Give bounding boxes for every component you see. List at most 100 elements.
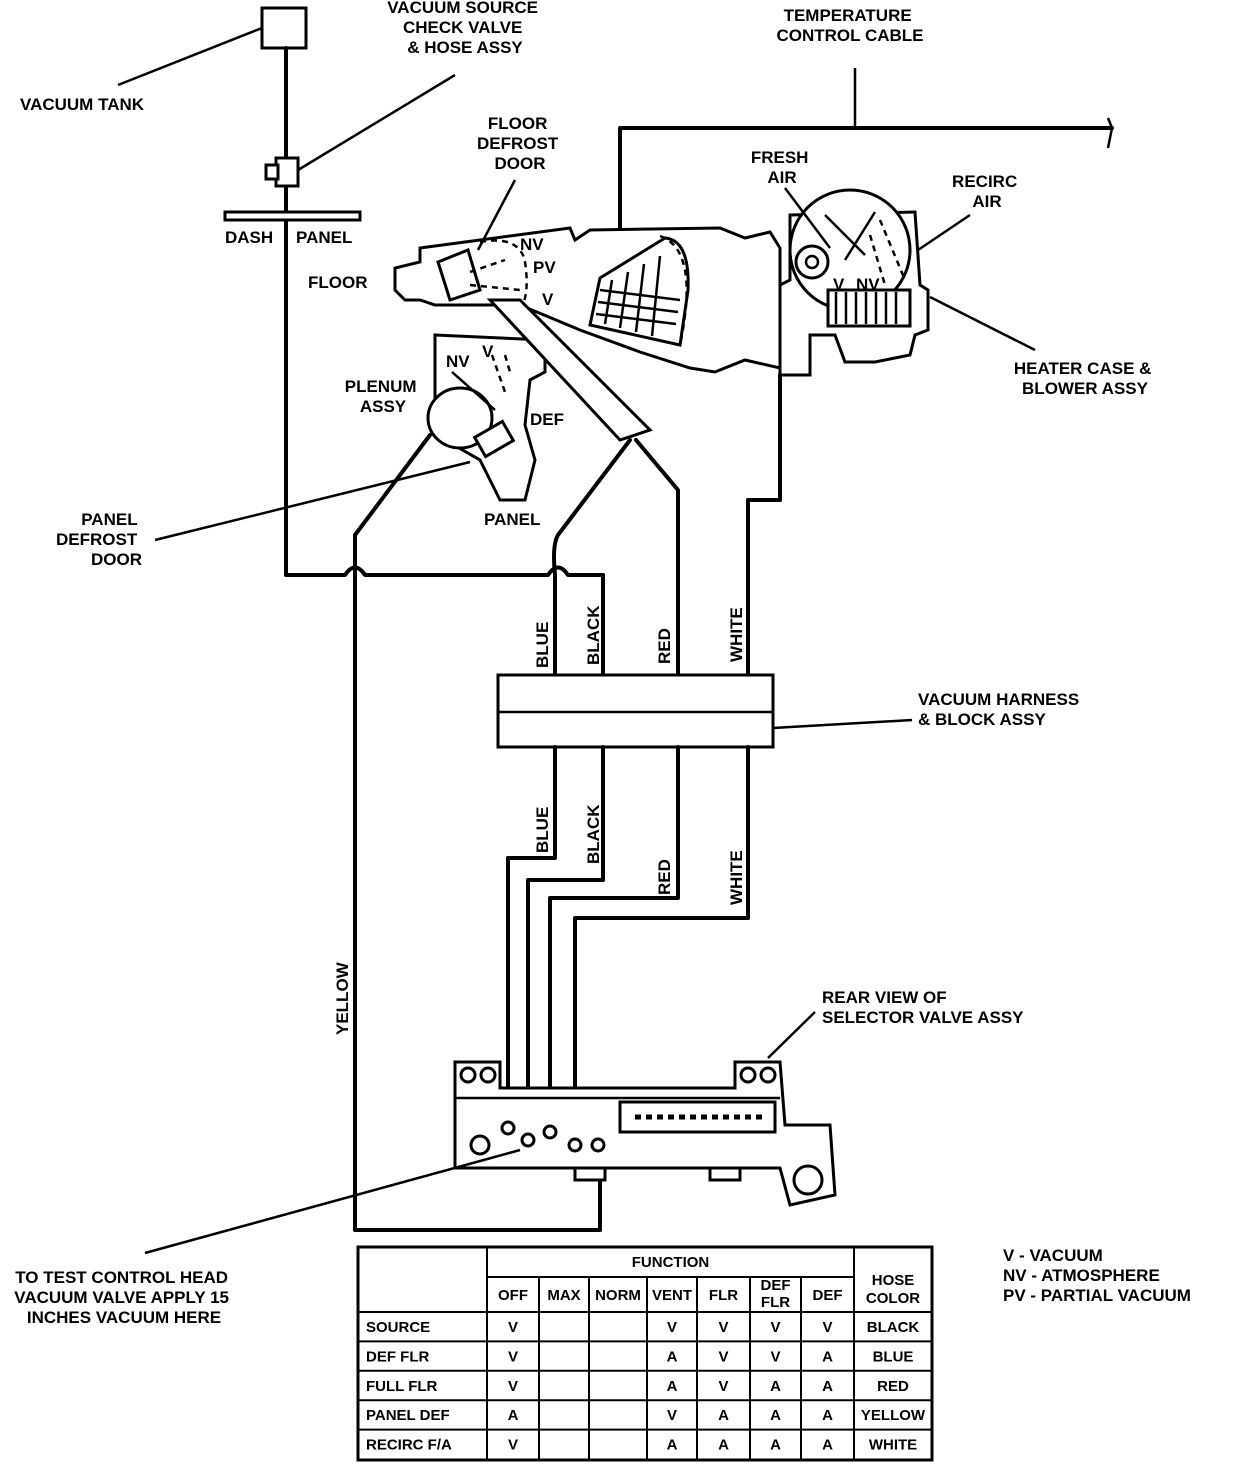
- table-row-label: FULL FLR: [366, 1378, 438, 1395]
- source-hose: [284, 46, 605, 682]
- fresh-air-actuator: [794, 244, 830, 280]
- blue-hose-lower: [506, 745, 557, 1122]
- blue-hose-upper: [353, 433, 602, 1232]
- test-port: [469, 1134, 491, 1156]
- label-plenum-nv: NV: [446, 352, 470, 371]
- cable-end: [1106, 117, 1114, 149]
- fresh-air-actuator-hub: [804, 254, 820, 270]
- heater-core-dashes: [659, 234, 688, 346]
- table-col-header: MAX: [547, 1287, 580, 1304]
- port-yellow: [590, 1137, 606, 1153]
- panel-defrost-link: [451, 371, 496, 411]
- table-cell: V: [770, 1319, 780, 1336]
- red-hose-lower: [548, 745, 680, 1132]
- table-cell: A: [822, 1407, 833, 1424]
- table-cell: V: [508, 1319, 518, 1336]
- label-recirc-nv: NV: [856, 275, 880, 294]
- table-row-label: SOURCE: [366, 1319, 430, 1336]
- port-red: [542, 1124, 558, 1140]
- table-cell: V: [718, 1378, 728, 1395]
- label-recirc-v: V: [833, 275, 845, 294]
- table-row-label: PANEL DEF: [366, 1407, 450, 1424]
- table-cell: A: [508, 1407, 519, 1424]
- leader-recirc-air: [917, 213, 971, 252]
- table-cell: V: [667, 1319, 677, 1336]
- plenum-door-actuator: [426, 386, 494, 450]
- label-plenum-v: V: [482, 342, 494, 361]
- leader-check-valve: [297, 73, 456, 172]
- red-hose-upper: [634, 438, 680, 682]
- label-floor-defrost-door: FLOOR DEFROST DOOR: [477, 114, 563, 173]
- label-to-test: TO TEST CONTROL HEAD VACUUM VALVE APPLY …: [14, 1268, 234, 1327]
- table-cell: V: [508, 1378, 518, 1395]
- table-col-header: VENT: [652, 1287, 692, 1304]
- defrost-duct: [486, 298, 653, 442]
- table-border: [356, 1245, 934, 1462]
- label-hose-white-upper: WHITE: [727, 607, 746, 662]
- table-cell: V: [508, 1437, 518, 1454]
- label-panel-defrost-door: PANEL DEFROST DOOR: [56, 510, 142, 569]
- port-black: [520, 1132, 536, 1148]
- panel-defrost-actuator: [472, 419, 516, 459]
- valve-mount-hole-bracket: [792, 1164, 824, 1196]
- label-hose-black-lower: BLACK: [584, 804, 603, 864]
- table-row-label: DEF FLR: [366, 1348, 429, 1365]
- label-rear-view: REAR VIEW OF SELECTOR VALVE ASSY: [822, 988, 1024, 1027]
- white-hose-lower: [573, 745, 750, 1142]
- label-hose-red-lower: RED: [655, 859, 674, 895]
- valve-mount-hole-left-b: [479, 1066, 497, 1084]
- table-cell: A: [667, 1378, 678, 1395]
- label-vacuum-source: VACUUM SOURCE CHECK VALVE & HOSE ASSY: [387, 0, 543, 57]
- white-hose-upper: [746, 373, 782, 682]
- table-col-header: DEF: [761, 1277, 791, 1294]
- table-cell: V: [770, 1348, 780, 1365]
- legend: V - VACUUM NV - ATMOSPHERE PV - PARTIAL …: [1003, 1246, 1191, 1305]
- leader-floor-door: [476, 179, 517, 251]
- leader-heater-case: [929, 295, 1036, 352]
- label-hose-blue-lower: BLUE: [533, 807, 552, 853]
- label-panel-bottom: PANEL: [484, 510, 540, 529]
- plenum-door-dashes: [490, 354, 512, 393]
- label-vacuum-tank: VACUUM TANK: [20, 95, 145, 114]
- table-cell: A: [822, 1378, 833, 1395]
- table-hose-color: WHITE: [869, 1437, 917, 1454]
- label-hose-white-lower: WHITE: [727, 850, 746, 905]
- label-floor-v: V: [542, 290, 554, 309]
- table-hose-header: HOSE: [872, 1272, 915, 1289]
- table-function-header: FUNCTION: [632, 1254, 710, 1271]
- blue-hose-harness: [552, 438, 632, 682]
- floor-door-dashes: [469, 239, 528, 311]
- table-col-header: FLR: [709, 1287, 738, 1304]
- table-cell: V: [508, 1348, 518, 1365]
- label-hose-yellow: YELLOW: [333, 961, 352, 1035]
- black-hose-lower: [526, 745, 605, 1137]
- table-cell: A: [822, 1437, 833, 1454]
- valve-mount-hole-left-a: [459, 1066, 477, 1084]
- label-panel-top: PANEL: [296, 228, 352, 247]
- valve-slot-panel: [618, 1100, 777, 1134]
- leader-test-port: [144, 1148, 521, 1255]
- table-cell: A: [667, 1437, 678, 1454]
- table-cell: A: [718, 1407, 729, 1424]
- recirc-door-dashes: [868, 219, 907, 286]
- table-cell: V: [667, 1407, 677, 1424]
- dash-panel-plate: [223, 210, 362, 222]
- floor-door-actuator: [436, 247, 482, 302]
- label-floor: FLOOR: [308, 273, 368, 292]
- label-floor-pv: PV: [533, 258, 556, 277]
- table-cell: A: [770, 1437, 781, 1454]
- valve-tab-bottom-right: [708, 1166, 742, 1182]
- table-row-label: RECIRC F/A: [366, 1437, 452, 1454]
- recirc-door-line: [824, 211, 877, 261]
- vacuum-tank: [260, 6, 308, 50]
- label-temperature-cable: TEMPERATURE CONTROL CABLE: [776, 6, 923, 45]
- table-col-header: OFF: [498, 1287, 528, 1304]
- table-hose-color: BLUE: [873, 1348, 914, 1365]
- table-hose-color: YELLOW: [861, 1407, 926, 1424]
- table-cell: V: [822, 1319, 832, 1336]
- label-def: DEF: [530, 410, 564, 429]
- label-floor-nv: NV: [520, 235, 544, 254]
- table-hose-color: RED: [877, 1378, 909, 1395]
